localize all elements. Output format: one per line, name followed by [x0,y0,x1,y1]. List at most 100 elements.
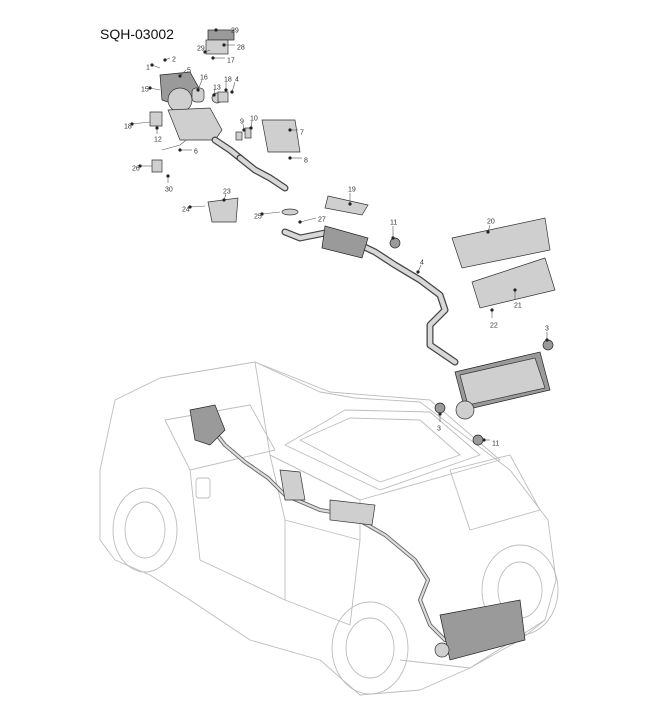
leader-dot [486,230,490,234]
leader-dot [222,43,226,47]
callout-c26: 26 [132,164,152,173]
leader-dot [260,212,264,216]
vehicle-outline [99,361,559,696]
callout-number: 24 [182,207,190,214]
callout-c1: 1 [146,63,161,72]
leader-line [231,81,236,93]
callout-c11a: 11 [390,220,397,240]
callout-number: 13 [213,85,221,92]
leader-dot [211,56,215,60]
front-pipe [235,119,301,192]
intermediate-pipe [281,195,459,366]
callout-c8: 8 [288,156,308,165]
leader-dot [166,174,170,178]
callout-number: 10 [250,116,258,123]
callout-number: 12 [154,137,162,144]
callout-c15: 15 [141,86,161,94]
callout-number: 4 [420,260,424,267]
catalytic-converter-assembly [149,29,244,162]
callout-c29a: 29 [214,28,239,35]
leader-dot [230,90,234,94]
leader-line [261,211,281,215]
leader-line [299,217,317,223]
callout-c17: 17 [211,56,235,65]
leader-dot [155,126,159,130]
callout-c3a: 3 [545,326,549,342]
leader-dot [288,128,292,132]
callout-number: 11 [492,441,499,448]
rear-muffler [434,339,554,446]
leader-dot [288,156,292,160]
diagram-title: SQH-03002 [100,26,174,42]
leader-dot [178,74,182,78]
leader-dot [130,122,134,126]
leader-dot [188,205,192,209]
callout-number: 22 [490,323,498,330]
callout-c20: 20 [486,219,495,234]
brackets-left [151,139,239,223]
callout-c16: 16 [196,75,208,92]
callout-number: 5 [187,68,191,75]
callout-c29b: 29 [197,46,211,54]
leader-dot [148,86,152,90]
callout-number: 23 [223,189,231,196]
leader-dot [298,220,302,224]
callout-c4b: 4 [416,260,424,274]
callout-number: 15 [141,87,149,94]
callout-c21: 21 [513,288,522,310]
callout-c3b: 3 [437,412,442,433]
leader-dot [545,338,549,342]
leader-dot [196,88,200,92]
callout-c5: 5 [178,68,191,78]
callout-c27: 27 [298,217,326,224]
callout-number: 7 [300,130,304,137]
leader-dot [348,202,352,206]
callout-c23: 23 [222,189,231,202]
callout-c30: 30 [165,174,173,194]
callout-number: 17 [227,58,235,65]
leader-dot [490,308,494,312]
callout-number: 29 [197,46,205,53]
callout-number: 11 [390,220,397,227]
callout-c11b: 11 [482,438,499,448]
callout-c28: 28 [222,43,245,52]
callout-number: 3 [437,426,441,433]
callout-c22: 22 [490,308,498,330]
leader-dot [438,412,442,416]
callout-number: 9 [240,119,244,126]
callout-c2: 2 [163,57,176,64]
callout-number: 28 [237,45,245,52]
callout-number: 26 [132,166,140,173]
heat-shields [451,217,556,309]
leader-dot [150,63,154,67]
callout-number: 20 [487,219,495,226]
callout-c7: 7 [288,128,304,137]
callout-number: 18 [224,77,232,84]
leader-dot [222,198,226,202]
leader-dot [391,236,395,240]
callout-number: 8 [304,158,308,165]
callout-number: 2 [172,57,176,64]
leader-dot [163,58,167,62]
callout-number: 4 [235,77,239,84]
callout-number: 18 [124,124,132,131]
callout-c19: 19 [348,187,356,206]
callout-number: 25 [254,214,262,221]
callout-c24: 24 [182,205,206,214]
callout-number: 19 [348,187,356,194]
callout-c18b: 18 [124,121,151,131]
leader-line [197,79,203,91]
callout-c25: 25 [254,211,281,221]
callout-c10: 10 [249,116,258,130]
leader-dot [224,88,228,92]
leader-dot [212,93,216,97]
leader-dot [482,438,486,442]
callout-c9: 9 [240,119,246,132]
callout-c4: 4 [230,77,239,94]
leader-line [189,205,206,208]
leader-dot [178,148,182,152]
callout-c12: 12 [154,126,162,144]
leader-dot [416,270,420,274]
